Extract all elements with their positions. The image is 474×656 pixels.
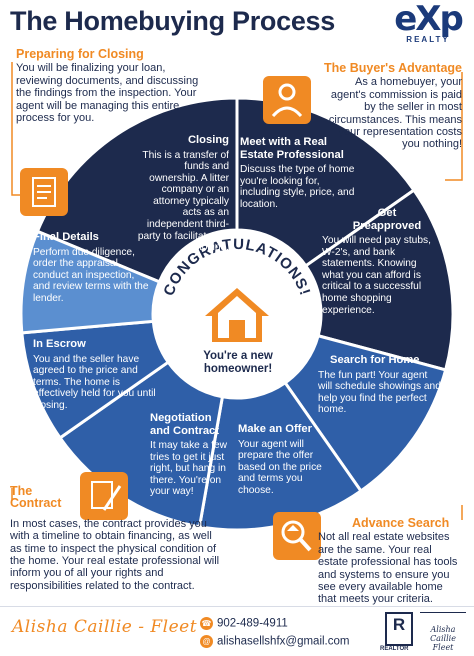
house-icon — [205, 288, 269, 342]
the-contract: The Contract In most cases, the contract… — [10, 485, 225, 592]
phone-contact[interactable]: ☎ 902-489-4911 — [200, 617, 288, 630]
agent-signature: Alisha Caillie - Fleet — [12, 617, 198, 637]
email-address: alishasellshfx@gmail.com — [217, 635, 350, 648]
phone-icon: ☎ — [200, 617, 213, 630]
segment-closing: Closing This is a transfer of funds and … — [137, 134, 229, 254]
segment-final: Final Details Perform due diligence, ord… — [33, 231, 153, 304]
person-icon — [263, 76, 311, 124]
segment-escrow: In Escrow You and the seller have agreed… — [33, 338, 163, 411]
wheel-segment-final — [19, 229, 162, 335]
closing-body: This is a transfer of funds and ownershi… — [137, 149, 229, 254]
final-title: Final Details — [33, 231, 99, 243]
segment-negotiation: Negotiation and Contract It may take a f… — [150, 412, 232, 498]
segment-search: Search for Home The fun part! Your agent… — [318, 354, 444, 416]
advance-search: Advance Search Not all real estate websi… — [318, 516, 464, 606]
wheel-segments — [19, 96, 455, 532]
search-title: Search for Home — [330, 354, 420, 366]
preparing-body: You will be finalizing your loan, review… — [16, 62, 199, 125]
segment-offer: Make an Offer Your agent will prepare th… — [238, 423, 338, 496]
escrow-title: In Escrow — [33, 338, 86, 350]
contract-pen-icon — [80, 472, 128, 520]
final-body: Perform due diligence, order the apprais… — [33, 246, 149, 304]
footer-divider — [0, 606, 474, 607]
realtor-mark: R — [392, 615, 406, 634]
segment-meet: Meet with a Real Estate Professional Dis… — [240, 136, 360, 210]
meet-title: Meet with a Real Estate Professional — [240, 136, 344, 161]
realtor-label: REALTOR — [380, 646, 409, 652]
realtor-logo: R — [385, 612, 413, 646]
preparing-for-closing: Preparing for Closing You will be finali… — [16, 48, 204, 124]
preapproved-title: Get Preapproved — [352, 207, 422, 232]
logo-mark: eXp — [394, 0, 464, 39]
advance-search-title: Advance Search — [352, 516, 450, 530]
negotiation-title: Negotiation and Contract — [150, 412, 219, 437]
agent-brand-logo: Alisha Caillie Fleet — [420, 612, 466, 652]
meet-body: Discuss the type of home you're looking … — [240, 164, 355, 210]
page-title: The Homebuying Process — [10, 6, 335, 36]
buyers-advantage-title: The Buyer's Advantage — [324, 61, 462, 75]
contract-body: In most cases, the contract provides you… — [10, 517, 220, 592]
closing-title: Closing — [187, 134, 229, 146]
wheel-segment-search — [283, 333, 448, 494]
wheel-segment-preapproved — [303, 188, 455, 372]
document-icon — [20, 168, 68, 216]
wheel-segment-offer — [197, 380, 363, 532]
wheel-segment-negotiation — [57, 360, 225, 529]
email-icon: @ — [200, 635, 213, 648]
buyers-advantage: The Buyer's Advantage As a homebuyer, yo… — [322, 62, 462, 151]
wheel-segment-closing — [35, 96, 239, 284]
email-contact[interactable]: @ alishasellshfx@gmail.com — [200, 635, 349, 648]
contract-title: The Contract — [10, 484, 62, 511]
preapproved-body: You will need pay stubs, W-2's, and bank… — [322, 235, 431, 316]
search-body: The fun part! Your agent will schedule s… — [318, 369, 441, 416]
preparing-title: Preparing for Closing — [16, 47, 144, 61]
escrow-body: You and the seller have agreed to the pr… — [33, 353, 156, 411]
offer-title: Make an Offer — [238, 423, 312, 435]
phone-number: 902-489-4911 — [217, 617, 288, 630]
negotiation-body: It may take a few tries to get it just r… — [150, 440, 228, 498]
magnifier-house-icon — [273, 512, 321, 560]
logo-sub: REALTY — [406, 35, 450, 44]
center-subtitle: You're a new homeowner! — [203, 350, 273, 375]
advance-search-body: Not all real estate websites are the sam… — [318, 531, 458, 606]
buyers-advantage-body: As a homebuyer, your agent's commission … — [328, 76, 462, 151]
exp-realty-logo: eXp REALTY — [388, 2, 468, 48]
segment-preapproved: Get Preapproved You will need pay stubs,… — [322, 207, 437, 316]
offer-body: Your agent will prepare the offer based … — [238, 438, 322, 496]
